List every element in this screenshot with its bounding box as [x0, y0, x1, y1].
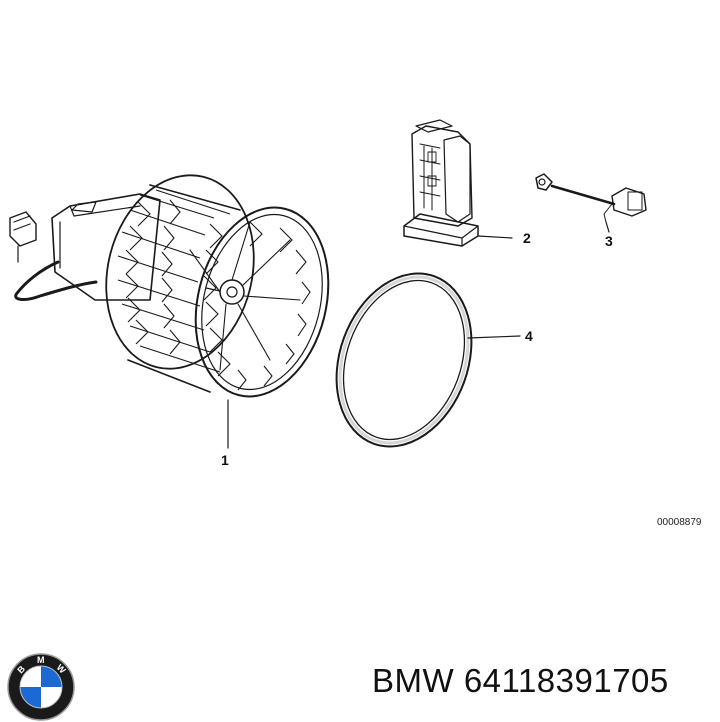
motor-wire-connector: [9, 211, 98, 301]
resistor-unit: [403, 119, 479, 247]
brand-part-number-label: BMW 64118391705: [372, 662, 669, 700]
bmw-logo: B M W: [7, 653, 75, 721]
callout-1: 1: [221, 452, 229, 468]
fan-hub: [189, 221, 301, 371]
callout-3: 3: [605, 233, 613, 249]
fan-back-rim: [105, 174, 255, 370]
wiring-lead: [535, 173, 647, 223]
fan-front-rim: [194, 206, 330, 398]
sealing-ring: [335, 272, 473, 448]
callout-4: 4: [525, 328, 533, 344]
leader-lines: [227, 221, 610, 449]
logo-letter-m: M: [37, 655, 45, 665]
part-number: 64118391705: [463, 662, 669, 699]
motor-housing: [51, 193, 161, 301]
blower-motor-assembly: [9, 174, 330, 398]
fan-blades: [117, 189, 311, 391]
diagram-reference-number: 00008879: [657, 517, 702, 528]
brand-name: BMW: [372, 662, 455, 699]
callout-2: 2: [523, 230, 531, 246]
